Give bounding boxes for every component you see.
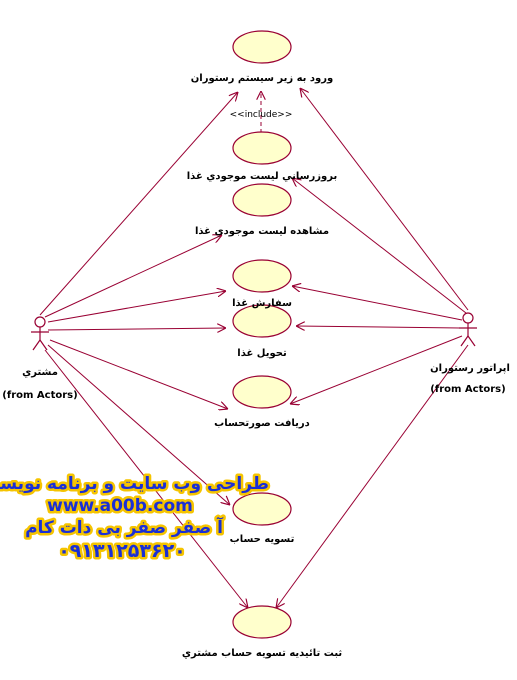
uc-update-menu-label: بروزرساني ليست موجودي غذا: [187, 171, 337, 182]
operator-associations: [276, 88, 469, 608]
customer-actor-source: (from Actors): [2, 390, 77, 401]
operator-actor-leg-right: [467, 335, 476, 347]
watermark-line4: ۰۹۱۳۱۲۵۳۶۲۰: [58, 540, 186, 562]
uc-update-menu-ellipse[interactable]: [232, 131, 292, 165]
customer-actor-name: مشتري: [22, 367, 58, 378]
svg-text:۰۹۱۳۱۲۵۳۶۲۰: ۰۹۱۳۱۲۵۳۶۲۰: [58, 540, 186, 562]
uc-confirm-label: ثبت تائيديه تسويه حساب مشتري: [182, 648, 343, 659]
uc-order-ellipse[interactable]: [232, 259, 292, 293]
uc-login-ellipse[interactable]: [232, 30, 292, 64]
watermark-line2: www.a00b.com: [47, 496, 193, 516]
watermark-line3: آ صفر صفر بی دات کام: [25, 516, 224, 538]
assoc-customer-settle: [47, 344, 230, 505]
assoc-customer-bill: [49, 339, 228, 409]
assoc-operator-login: [300, 88, 469, 311]
customer-associations: [39, 92, 248, 608]
customer-actor-head: [34, 316, 46, 328]
assoc-customer-view: [44, 235, 222, 318]
assoc-customer-deliver: [47, 328, 226, 330]
assoc-operator-bill: [290, 335, 463, 404]
operator-actor[interactable]: [459, 312, 477, 347]
assoc-customer-confirm: [44, 349, 248, 608]
uc-bill-ellipse[interactable]: [232, 375, 292, 409]
svg-text:www.a00b.com: www.a00b.com: [47, 496, 193, 516]
uc-view-menu-ellipse[interactable]: [232, 183, 292, 217]
uc-deliver-ellipse[interactable]: [232, 304, 292, 338]
customer-actor-leg-right: [39, 339, 48, 351]
include-stereotype: <<include>>: [230, 110, 293, 120]
assoc-operator-update: [292, 178, 467, 314]
operator-actor-name: اپراتور رستوران: [430, 363, 510, 374]
customer-actor-leg-left: [32, 339, 41, 351]
uc-login-label: ورود به زير سيستم رستوران: [191, 73, 333, 84]
watermark: طراحی وب سایت و برنامه نویسی طراحی وب سا…: [0, 472, 271, 565]
uc-order-label: سفارش غذا: [232, 298, 292, 309]
watermark-line1: طراحی وب سایت و برنامه نویسی: [0, 474, 269, 494]
uc-settle-label: تسويه حساب: [230, 534, 295, 545]
use-case-ellipses: [232, 30, 292, 639]
svg-text:طراحی وب سایت و برنامه نویسی: طراحی وب سایت و برنامه نویسی: [0, 474, 269, 494]
operator-actor-head: [462, 312, 474, 324]
operator-actor-source: (from Actors): [430, 384, 505, 395]
assoc-operator-confirm: [276, 344, 469, 608]
customer-actor[interactable]: [31, 316, 49, 351]
uc-deliver-label: تحويل غذا: [237, 348, 287, 359]
uc-bill-label: دريافت صورتحساب: [214, 418, 310, 429]
uc-settle-ellipse[interactable]: [232, 492, 292, 526]
svg-text:آ صفر صفر بی دات کام: آ صفر صفر بی دات کام: [25, 516, 224, 538]
assoc-customer-order: [47, 291, 226, 323]
assoc-customer-login: [39, 92, 238, 316]
assoc-operator-deliver: [296, 326, 461, 328]
uc-confirm-ellipse[interactable]: [232, 605, 292, 639]
uc-view-menu-label: مشاهده ليست موجودي غذا: [195, 226, 329, 237]
operator-actor-leg-left: [460, 335, 469, 347]
assoc-operator-order: [292, 286, 463, 321]
